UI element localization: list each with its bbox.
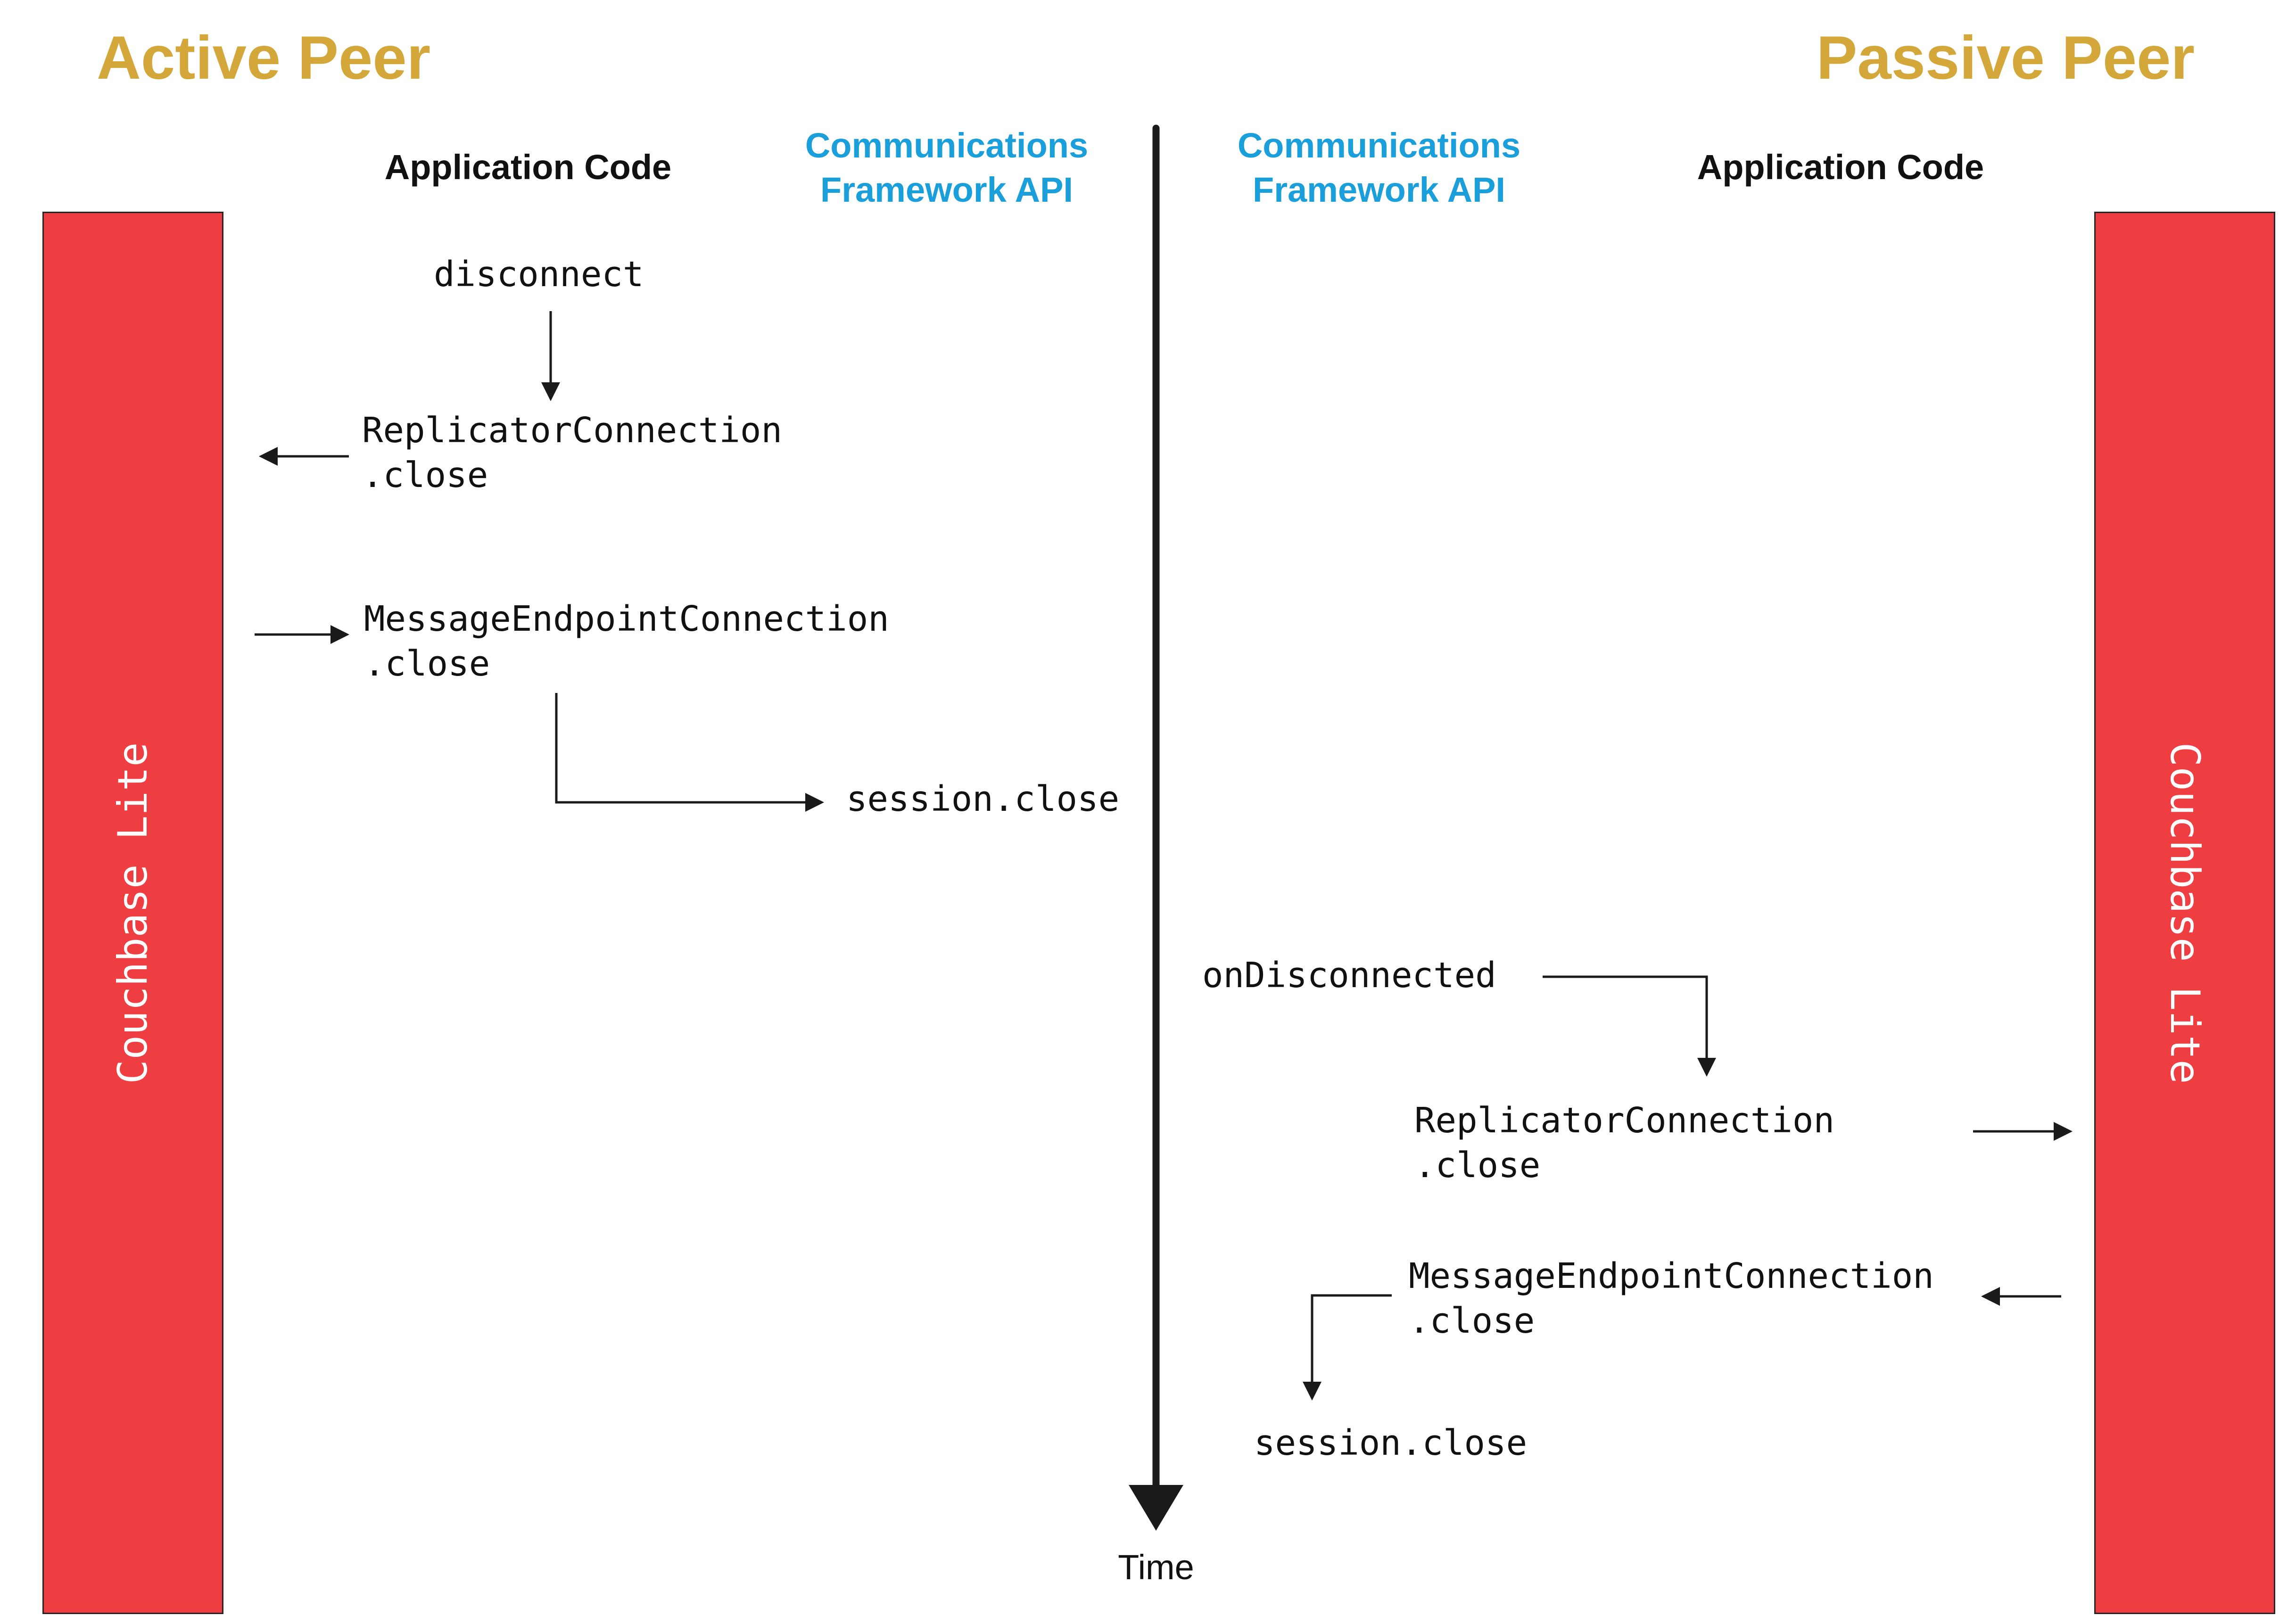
- active-couchbase-lite-label: Couchbase Lite: [109, 742, 157, 1084]
- passive-couchbase-lite-label: Couchbase Lite: [2161, 742, 2208, 1084]
- arrow-elbow-to-session-close-active: [555, 693, 824, 812]
- active-couchbase-lite-bar: Couchbase Lite: [42, 212, 223, 1614]
- passive-message-endpoint-connection-close: MessageEndpointConnection .close: [1409, 1256, 1934, 1341]
- passive-on-disconnected-event: onDisconnected: [1202, 955, 1496, 996]
- arrow-elbow-ondisconnected-down: [1543, 975, 1716, 1077]
- passive-peer-title: Passive Peer: [1816, 23, 2195, 92]
- active-replicator-connection-close: ReplicatorConnection .close: [362, 410, 783, 495]
- active-session-close: session.close: [846, 779, 1120, 819]
- passive-session-close: session.close: [1254, 1423, 1528, 1463]
- active-message-endpoint-connection-close: MessageEndpointConnection .close: [364, 599, 889, 684]
- arrow-elbow-to-session-close-passive: [1303, 1294, 1392, 1401]
- passive-communications-framework-api-header: Communications Framework API: [1237, 126, 1521, 209]
- active-communications-framework-api-header: Communications Framework API: [805, 126, 1089, 209]
- time-axis-label: Time: [1118, 1548, 1194, 1587]
- active-disconnect-event: disconnect: [434, 254, 644, 295]
- passive-replicator-connection-close: ReplicatorConnection .close: [1414, 1100, 1835, 1186]
- passive-couchbase-lite-bar: Couchbase Lite: [2094, 212, 2275, 1614]
- passive-application-code-header: Application Code: [1697, 148, 1984, 187]
- active-application-code-header: Application Code: [384, 148, 672, 187]
- active-peer-title: Active Peer: [97, 23, 431, 92]
- time-axis-arrowhead-icon: [1129, 1485, 1183, 1531]
